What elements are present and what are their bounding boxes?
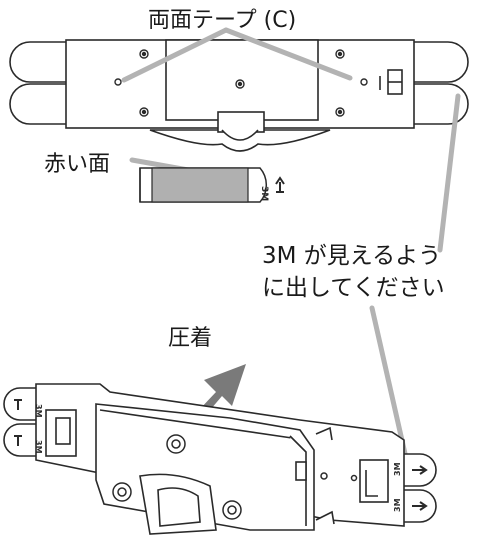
bottom-bracket-view bbox=[3, 383, 437, 535]
press-label: 圧着 bbox=[168, 326, 213, 351]
tape-right-lower bbox=[414, 83, 469, 125]
leader-lines bbox=[121, 27, 461, 461]
arrow-up-icon bbox=[14, 399, 428, 511]
instruction-line-1: 3M が見えるよう bbox=[262, 243, 442, 269]
tape-3m-mark: 3M bbox=[393, 498, 402, 512]
top-bracket-view bbox=[9, 39, 469, 152]
tape-3m-mark: 3M bbox=[393, 462, 402, 476]
instruction-line-2: に出してください bbox=[262, 275, 445, 301]
tape-3m-mark: 3M bbox=[34, 404, 43, 418]
tape-left-upper bbox=[9, 41, 66, 83]
tape-strip: 3M bbox=[139, 167, 285, 203]
tape-left-lower bbox=[9, 83, 66, 125]
tape-marks-bottom: 3M 3M 3M 3M bbox=[34, 404, 402, 512]
tape-3m-mark: 3M bbox=[34, 440, 43, 454]
hook-ring bbox=[221, 129, 259, 141]
red-side-label: 赤い面 bbox=[44, 152, 111, 177]
screws-bottom bbox=[112, 434, 358, 520]
screw-holes-top bbox=[114, 49, 368, 117]
arrow-up-icon bbox=[275, 176, 285, 193]
tape-3m-mark: 3M bbox=[259, 186, 269, 201]
red-face bbox=[151, 167, 249, 203]
double-sided-tape-label: 両面テープ (C) bbox=[148, 8, 297, 33]
hook-window bbox=[217, 111, 265, 133]
tape-right-upper bbox=[414, 41, 469, 83]
